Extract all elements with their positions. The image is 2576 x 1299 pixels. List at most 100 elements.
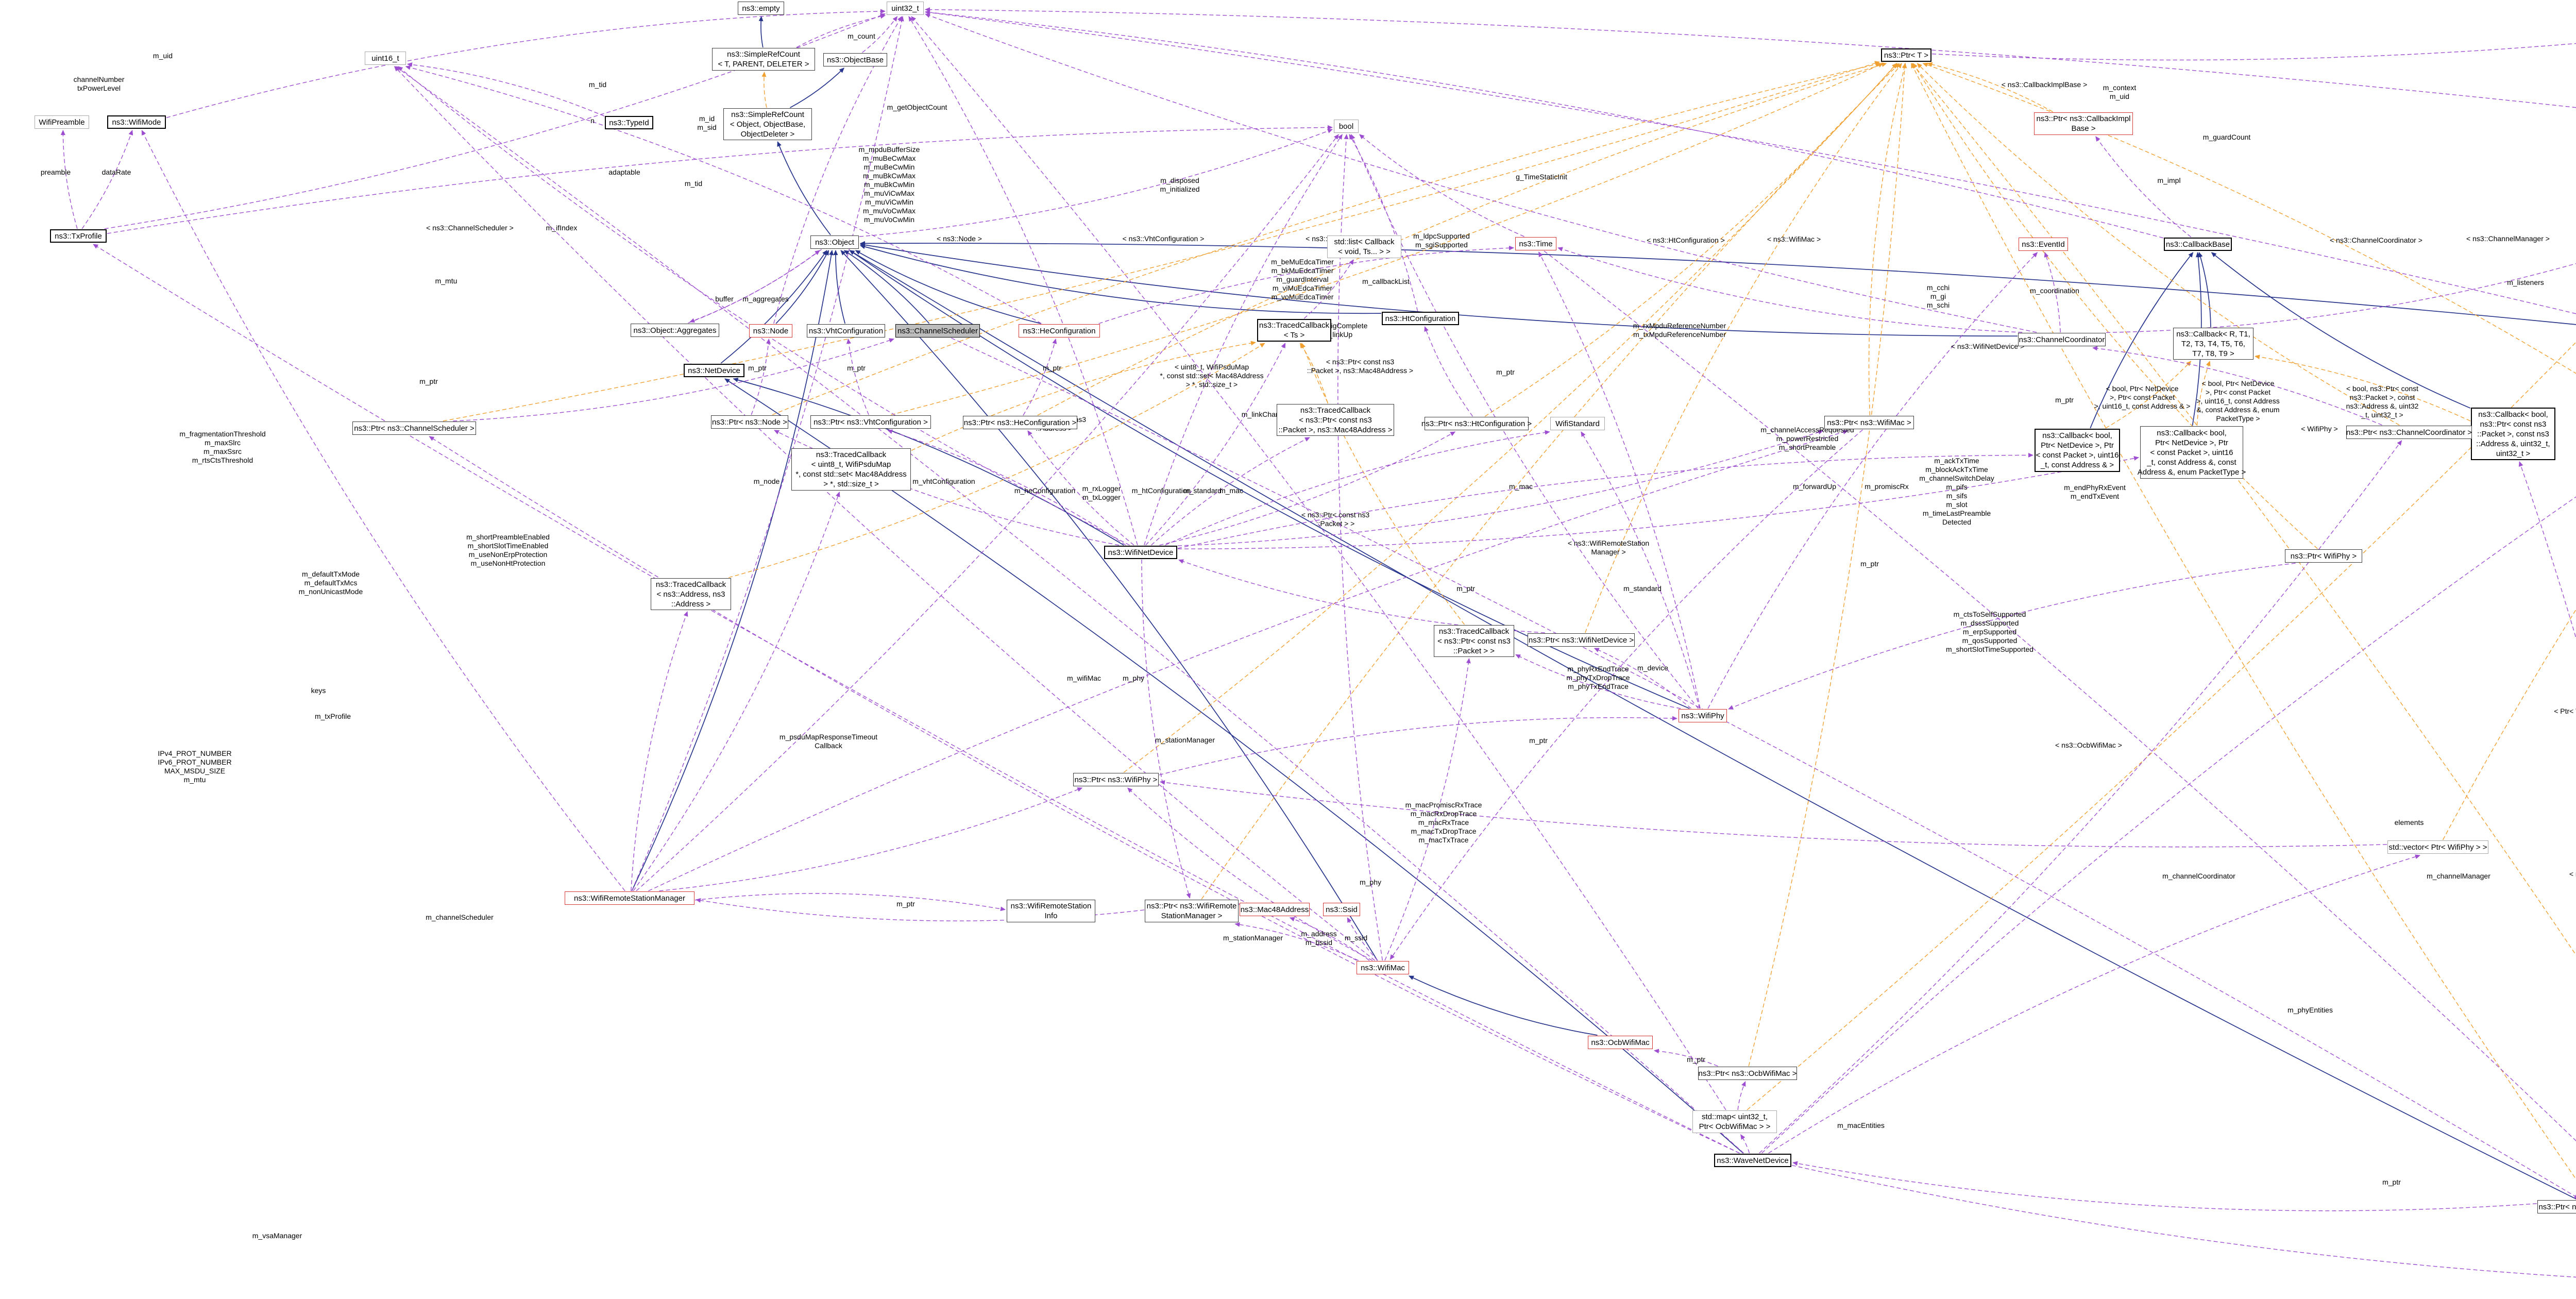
class-node-label: _t, const Address &, const [2147, 458, 2236, 467]
class-node-vec_wifiphy[interactable]: std::vector< Ptr< WifiPhy > > [2387, 840, 2488, 854]
class-node-cb2[interactable]: ns3::Callback< bool,Ptr< NetDevice >, Pt… [2138, 426, 2246, 479]
edge-label: < ns3::ChannelManager > [2466, 234, 2550, 243]
class-node-uint32[interactable]: uint32_t [887, 2, 924, 15]
class-node-ocb[interactable]: ns3::OcbWifiMac [1588, 1036, 1653, 1049]
class-node-label: ns3::Ptr< ns3::ChannelScheduler > [354, 424, 474, 433]
edge-wavend-txprofile [93, 244, 1740, 1154]
class-node-chsched[interactable]: ns3::ChannelScheduler [895, 324, 980, 338]
class-node-cblist[interactable]: std::list< Callback< void, Ts... > > [1327, 235, 1401, 258]
class-node-wifiphy[interactable]: ns3::WifiPhy [1679, 709, 1727, 722]
class-node-node[interactable]: ns3::Node [749, 324, 792, 338]
class-node-ptrT[interactable]: ns3::Ptr< T > [1881, 48, 1931, 62]
edge-ptr_wavend-ptrT [1910, 63, 2576, 1180]
edge-wifinetdevice-ptr_wifimac [1177, 430, 1824, 546]
class-node-label: ns3::Ptr< ns3::HeConfiguration > [963, 418, 1077, 427]
class-node-wifimac[interactable]: ns3::WifiMac [1357, 961, 1409, 974]
class-node-wavend[interactable]: ns3::WaveNetDevice [1714, 1154, 1791, 1167]
edge-label: < ns3::WaveNetDevice > [2569, 870, 2576, 878]
edge-chancoord-time [1557, 247, 2023, 333]
edge-wavend-ptr_chancoord [1759, 440, 2402, 1154]
class-node-ht[interactable]: ns3::HtConfiguration [1382, 312, 1459, 325]
class-node-label: Info [1044, 912, 1058, 920]
edge-label: m_channelManager [2427, 872, 2490, 880]
class-node-tc_addr[interactable]: ns3::TracedCallback< ns3::Address, ns3::… [651, 578, 731, 610]
class-node-rsm[interactable]: ns3::WifiRemoteStationManager [565, 891, 694, 905]
class-node-ptr_vht[interactable]: ns3::Ptr< ns3::VhtConfiguration > [810, 415, 931, 429]
class-node-uint16[interactable]: uint16_t [365, 52, 406, 65]
edge-wifimac-object [840, 250, 1378, 961]
class-node-ptr_wnd[interactable]: ns3::Ptr< ns3::WifiNetDevice > [1528, 633, 1635, 647]
class-node-ptr_ocb[interactable]: ns3::Ptr< ns3::OcbWifiMac > [1698, 1067, 1797, 1080]
edge-aggregates-object [688, 250, 820, 324]
class-node-wifinetdevice[interactable]: ns3::WifiNetDevice [1104, 546, 1177, 559]
edge-vsamgr-cb3 [2518, 461, 2576, 639]
class-node-tc_pkt_mac[interactable]: ns3::TracedCallback< ns3::Ptr< const ns3… [1277, 404, 1394, 436]
class-node-txprofile[interactable]: ns3::TxProfile [50, 229, 107, 243]
class-node-object[interactable]: ns3::Object [810, 235, 859, 249]
edge-label: m_uid [152, 52, 173, 60]
class-node-objbase[interactable]: ns3::ObjectBase [823, 53, 887, 66]
class-node-typeid[interactable]: ns3::TypeId [605, 116, 653, 129]
class-node-callbackbase[interactable]: ns3::CallbackBase [2164, 238, 2232, 251]
class-node-tcTs[interactable]: ns3::TracedCallback< Ts > [1257, 319, 1331, 342]
edge-wavend-map_ocb [1740, 1134, 1750, 1154]
class-node-tc_psdu[interactable]: ns3::TracedCallback< uint8_t, WifiPsduMa… [791, 448, 911, 491]
edge-ptr_ht-ht [1424, 326, 1473, 417]
class-node-ptr_ht[interactable]: ns3::Ptr< ns3::HtConfiguration > [1421, 417, 1532, 430]
edge-label: m_mac [1219, 486, 1243, 495]
class-node-label: ns3::WaveNetDevice [1717, 1156, 1789, 1165]
class-node-cbR[interactable]: ns3::Callback< R, T1,T2, T3, T4, T5, T6,… [2173, 328, 2253, 360]
edge-label: m_stationManager [1155, 736, 1215, 744]
class-node-vht[interactable]: ns3::VhtConfiguration [807, 324, 885, 338]
class-node-netdevice[interactable]: ns3::NetDevice [684, 364, 744, 377]
class-node-bool[interactable]: bool [1334, 120, 1359, 133]
class-node-ptr_wifimac[interactable]: ns3::Ptr< ns3::WifiMac > [1824, 416, 1914, 429]
class-node-ptr_wavend[interactable]: ns3::Ptr< ns3::WaveNetDevice > [2537, 1200, 2576, 1213]
edge-wifimac-tc_pkt [1384, 658, 1471, 961]
class-node-ptr_chancoord[interactable]: ns3::Ptr< ns3::ChannelCoordinator > [2346, 426, 2472, 439]
edge-label: < ns3::Ptr< const ns3::Packet > > [1301, 511, 1370, 528]
class-node-chancoord[interactable]: ns3::ChannelCoordinator [2018, 333, 2106, 346]
edge-rsm-tc_psdu [633, 492, 840, 891]
edge-ht-bool [1349, 134, 1418, 312]
class-node-ssid[interactable]: ns3::Ssid [1323, 903, 1360, 916]
edge-srcT-uint32 [796, 14, 886, 48]
class-node-map_ocb[interactable]: std::map< uint32_t,Ptr< OcbWifiMac > > [1692, 1110, 1777, 1133]
edge-label: < ns3::VhtConfiguration > [1122, 234, 1205, 243]
class-node-mac48[interactable]: ns3::Mac48Address [1240, 903, 1310, 916]
class-node-cb1[interactable]: ns3::Callback< bool,Ptr< NetDevice >, Pt… [2035, 429, 2120, 472]
class-node-srcObj[interactable]: ns3::SimpleRefCount< Object, ObjectBase,… [723, 108, 812, 140]
class-node-empty[interactable]: ns3::empty [738, 2, 784, 15]
class-node-he[interactable]: ns3::HeConfiguration [1019, 324, 1100, 338]
edge-label: m_ptr [2382, 1178, 2401, 1186]
class-node-cb3[interactable]: ns3::Callback< bool,ns3::Ptr< const ns3:… [2471, 408, 2555, 460]
class-node-ptr_node[interactable]: ns3::Ptr< ns3::Node > [711, 415, 788, 429]
class-node-label: ns3::TypeId [609, 118, 649, 127]
class-node-time[interactable]: ns3::Time [1515, 237, 1556, 250]
class-node-label: *, const std::set< Mac48Address [795, 470, 907, 479]
class-node-tc_pkt[interactable]: ns3::TracedCallback< ns3::Ptr< const ns3… [1434, 625, 1514, 657]
class-node-label: ns3::Ptr< WifiPhy > [2290, 551, 2357, 561]
edge-rsm-object [631, 250, 834, 891]
class-node-wifistandard[interactable]: WifiStandard [1550, 417, 1605, 430]
class-node-aggregates[interactable]: ns3::Object::Aggregates [631, 324, 719, 337]
edge-label: < WifiPhy > [2301, 425, 2338, 433]
class-node-label: ns3::EventId [2022, 240, 2065, 249]
class-node-eventid[interactable]: ns3::EventId [2019, 238, 2068, 251]
class-node-ptr_he[interactable]: ns3::Ptr< ns3::HeConfiguration > [963, 416, 1077, 429]
class-node-ptr_chsched[interactable]: ns3::Ptr< ns3::ChannelScheduler > [352, 421, 476, 435]
class-node-wifimode[interactable]: ns3::WifiMode [107, 115, 166, 129]
class-node-srcT[interactable]: ns3::SimpleRefCount< T, PARENT, DELETER … [712, 48, 815, 71]
class-node-ptr_wifiphy[interactable]: ns3::Ptr< ns3::WifiPhy > [1073, 773, 1159, 786]
class-node-wifipreamble[interactable]: WifiPreamble [35, 115, 89, 129]
class-node-label: ns3::Callback< bool, [2478, 410, 2548, 419]
class-node-ptr_wifiphy2[interactable]: ns3::Ptr< WifiPhy > [2285, 549, 2362, 563]
